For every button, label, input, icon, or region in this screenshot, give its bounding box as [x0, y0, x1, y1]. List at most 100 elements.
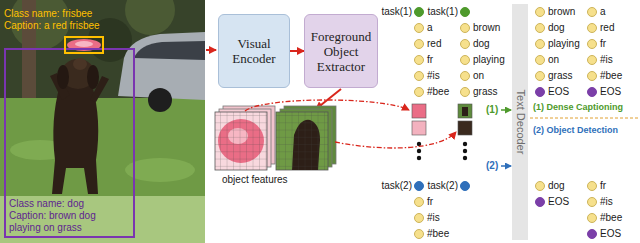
token-text: on	[548, 54, 559, 66]
token-text: EOS	[600, 86, 621, 98]
token-dot	[460, 39, 470, 49]
token-text: #bee	[600, 70, 622, 82]
token-text: playing	[473, 54, 505, 66]
token-dot	[414, 39, 424, 49]
token-text: #bee	[427, 86, 449, 98]
token-dot	[587, 87, 597, 97]
node-text-group: Class name: dogCaption: brown dog playin…	[9, 198, 130, 234]
token-dot	[587, 71, 597, 81]
token-dot	[414, 181, 424, 191]
token-text: #is	[427, 70, 440, 82]
annotation-label: object features	[222, 174, 288, 186]
node-text-group: Visual Encoder	[219, 36, 289, 66]
token-text: EOS	[600, 228, 621, 240]
token-dot	[535, 39, 545, 49]
token-dot	[414, 71, 424, 81]
token-dot	[414, 229, 424, 239]
token-dot	[414, 7, 424, 17]
token-dot	[460, 7, 470, 17]
node-text-group: Text Decoder	[514, 90, 527, 155]
token-thumbnail	[462, 107, 468, 116]
token-dot	[587, 181, 597, 191]
photo	[148, 88, 172, 112]
ellipsis-dots	[463, 156, 467, 160]
node-text: Foreground Object Extractor	[309, 29, 373, 74]
token-thumbnail	[458, 121, 472, 135]
dog-figure	[50, 58, 109, 194]
node-text: Class name: dog	[9, 198, 130, 210]
separator-line	[530, 118, 638, 119]
photo	[125, 0, 175, 35]
token-text: #is	[427, 212, 440, 224]
token-text: red	[600, 22, 614, 34]
node-text: Visual Encoder	[223, 36, 285, 66]
token-dot	[587, 23, 597, 33]
photo	[0, 98, 205, 243]
task-arrow	[501, 110, 511, 166]
object-feature-dog	[276, 112, 328, 170]
token-dot	[414, 87, 424, 97]
token-text: on	[473, 70, 484, 82]
token-dot	[587, 213, 597, 223]
token-text: fr	[427, 54, 433, 66]
node-text-group: Foreground Object Extractor	[305, 29, 377, 74]
token-text: #is	[600, 196, 613, 208]
token-dot	[535, 197, 545, 207]
ellipsis-dots	[417, 149, 421, 153]
object-feature-frisbee	[215, 112, 267, 170]
token-text: task(2)	[381, 180, 412, 192]
token-text: #bee	[427, 228, 449, 240]
token-text: task(2)	[427, 180, 458, 192]
object-feature-dog	[276, 112, 328, 170]
token-thumbnail	[412, 121, 426, 135]
process-box: Foreground Object Extractor	[304, 14, 378, 88]
feature-link	[335, 132, 456, 148]
node-text: Text Decoder	[514, 90, 527, 155]
feature-link	[245, 100, 409, 111]
token-text: a	[600, 6, 606, 18]
token-dot	[587, 229, 597, 239]
ellipsis-dots	[417, 156, 421, 160]
annotation-label: (1)	[486, 104, 498, 116]
token-text: brown	[473, 22, 500, 34]
token-dot	[587, 7, 597, 17]
token-dot	[460, 71, 470, 81]
object-feature-frisbee	[215, 106, 275, 170]
ellipsis-dots	[417, 142, 421, 146]
dog-figure	[57, 65, 69, 89]
token-dot	[414, 23, 424, 33]
photo	[0, 0, 205, 243]
token-thumbnail	[412, 104, 426, 118]
token-text: grass	[548, 70, 572, 82]
token-dot	[460, 181, 470, 191]
photo	[0, 196, 205, 243]
separator-line	[530, 118, 638, 119]
dog-figure	[73, 58, 87, 70]
input-arrow	[206, 49, 216, 51]
token-text: EOS	[548, 196, 569, 208]
photo	[0, 0, 205, 243]
token-dot	[460, 87, 470, 97]
token-thumbnail	[458, 104, 472, 118]
bounding-box: Class name: frisbeeCaption: a red frisbe…	[64, 36, 104, 54]
token-thumbnail	[412, 104, 472, 135]
process-box: Visual Encoder	[218, 14, 290, 88]
annotation-label: (2) Object Detection	[533, 124, 618, 136]
token-text: task(1)	[427, 6, 458, 18]
connector-arrow	[290, 50, 304, 52]
token-text: brown	[548, 6, 575, 18]
bounding-box: Class name: dogCaption: brown dog playin…	[4, 48, 135, 238]
token-text: dog	[548, 180, 565, 192]
ellipsis-dots	[463, 142, 467, 146]
task-arrow	[501, 109, 511, 111]
token-text: task(1)	[381, 6, 412, 18]
token-dot	[414, 55, 424, 65]
token-text: #is	[600, 54, 613, 66]
token-dot	[535, 71, 545, 81]
token-text: red	[427, 38, 441, 50]
ellipsis-dots	[463, 149, 467, 153]
token-text: #bee	[600, 212, 622, 224]
token-text: fr	[600, 180, 606, 192]
photo	[134, 41, 205, 60]
token-text: fr	[600, 38, 606, 50]
